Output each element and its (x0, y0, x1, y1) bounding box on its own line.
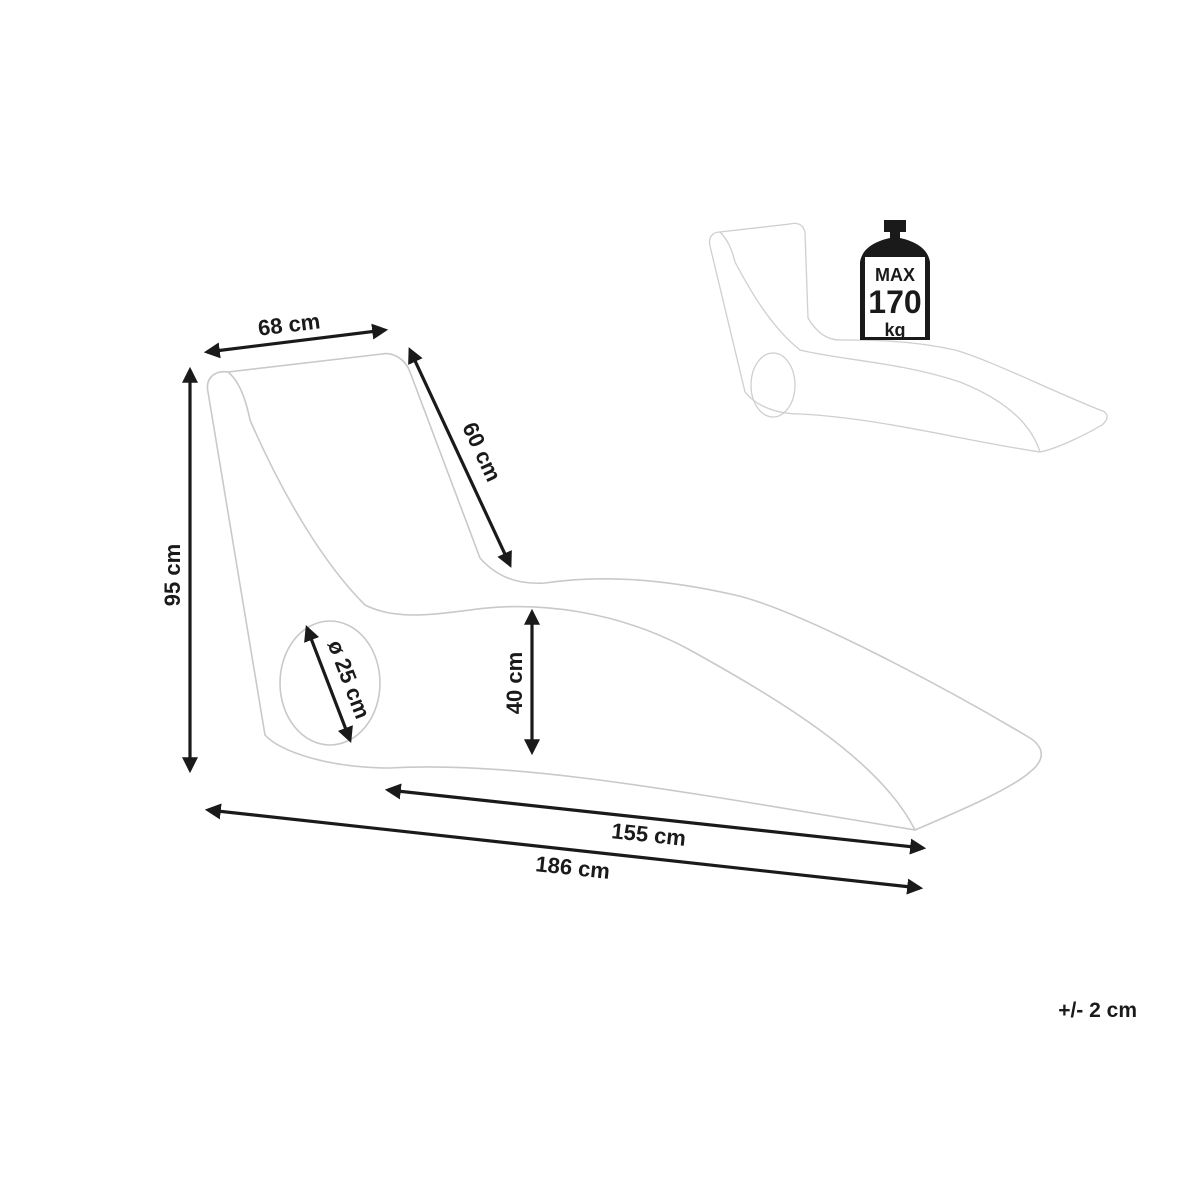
weight-capacity-illustration: MAX 170 kg (708, 220, 1108, 453)
main-lounger-drawing (206, 352, 1043, 831)
lounger-hole (279, 620, 381, 746)
dim-line-60 (408, 347, 512, 568)
lounger-inner-curve (227, 371, 916, 831)
tolerance-note: +/- 2 cm (1058, 999, 1137, 1022)
dim-line-186 (204, 803, 924, 895)
weight-label-value: 170 (868, 284, 921, 320)
small-lounger-hole (750, 352, 796, 418)
small-lounger-inner-curve (719, 231, 1041, 453)
label-overall-length: 186 cm (534, 851, 611, 884)
dim-line-68 (203, 323, 389, 359)
label-backrest-length: 60 cm (457, 418, 506, 485)
lounger-outer-outline (206, 352, 1043, 831)
small-lounger-outline (708, 222, 1108, 453)
label-seat-height: 40 cm (502, 652, 527, 714)
dimension-labels: 68 cm 60 cm 95 cm ø 25 cm 40 cm 155 cm 1… (160, 308, 687, 884)
label-hole-diameter: ø 25 cm (323, 637, 376, 722)
weight-icon: MAX 170 kg (860, 220, 930, 340)
dim-line-25 (304, 625, 353, 743)
weight-label-unit: kg (884, 320, 905, 340)
label-overall-height: 95 cm (160, 544, 185, 606)
weight-label-max: MAX (875, 265, 915, 285)
dimension-lines (182, 323, 927, 895)
label-base-length: 155 cm (610, 818, 687, 851)
label-top-width: 68 cm (257, 308, 322, 340)
